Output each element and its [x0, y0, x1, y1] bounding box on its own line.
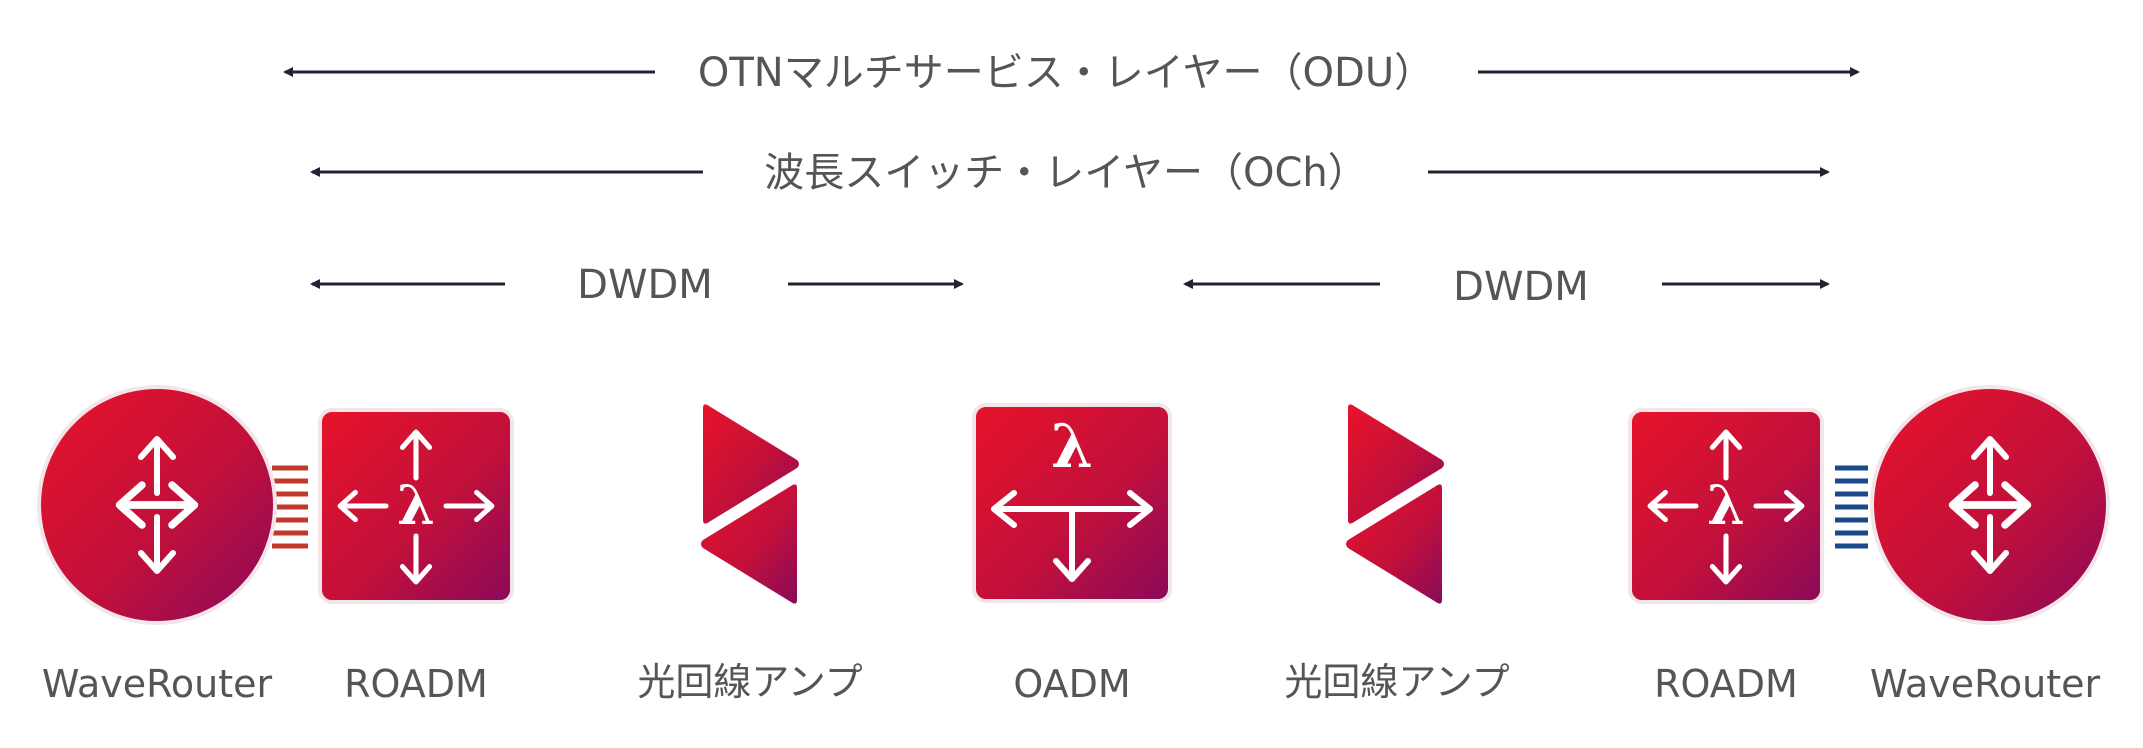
fiber-bundle-router-roadm-left	[272, 465, 308, 549]
fiber-bundle-roadm-amp-left	[525, 465, 697, 549]
otn-layer-label: OTNマルチサービス・レイヤー（ODU）	[698, 50, 1434, 96]
och-layer-label: 波長スイッチ・レイヤー（OCh）	[764, 150, 1368, 196]
fiber-bundle-roadm-router-right	[1835, 465, 1868, 549]
optical-amplifier-icon	[701, 404, 799, 604]
device-label-waverouter-left: WaveRouter	[42, 662, 273, 706]
fiber-bundle-amp-roadm-right	[1450, 465, 1622, 549]
oadm-lambda-icon	[972, 403, 1172, 603]
oadm-arrows	[991, 490, 1153, 582]
fiber-bundle-amp-oadm	[805, 465, 965, 549]
dwdm-left-label: DWDM	[577, 262, 713, 308]
roadm-right[interactable]: λ	[1628, 408, 1824, 604]
oadm[interactable]: λ	[972, 403, 1172, 603]
optical-amplifier-icon	[1346, 404, 1444, 604]
layer-arrows	[283, 67, 1860, 289]
lambda-symbol: λ	[1051, 412, 1093, 482]
lambda-symbol: λ	[1707, 473, 1745, 537]
fiber-bundle-oadm-amp-right	[1180, 465, 1340, 549]
roadm-left[interactable]: λ	[318, 408, 514, 604]
device-label-oadm: OADM	[1013, 662, 1130, 706]
device-label-amp-right: 光回線アンプ	[1284, 660, 1509, 704]
device-label-roadm-right: ROADM	[1654, 662, 1798, 706]
dwdm-right-label: DWDM	[1453, 264, 1589, 310]
roadm-lambda-icon	[318, 408, 514, 604]
roadm-lambda-icon	[1628, 408, 1824, 604]
waverouter-left[interactable]	[37, 385, 277, 625]
amp-left[interactable]	[701, 404, 799, 604]
device-label-roadm-left: ROADM	[344, 662, 488, 706]
device-label-amp-left: 光回線アンプ	[637, 660, 862, 704]
device-label-waverouter-right: WaveRouter	[1870, 662, 2101, 706]
amp-right[interactable]	[1346, 404, 1444, 604]
lambda-symbol: λ	[397, 473, 435, 537]
waverouter-right[interactable]	[1870, 385, 2110, 625]
